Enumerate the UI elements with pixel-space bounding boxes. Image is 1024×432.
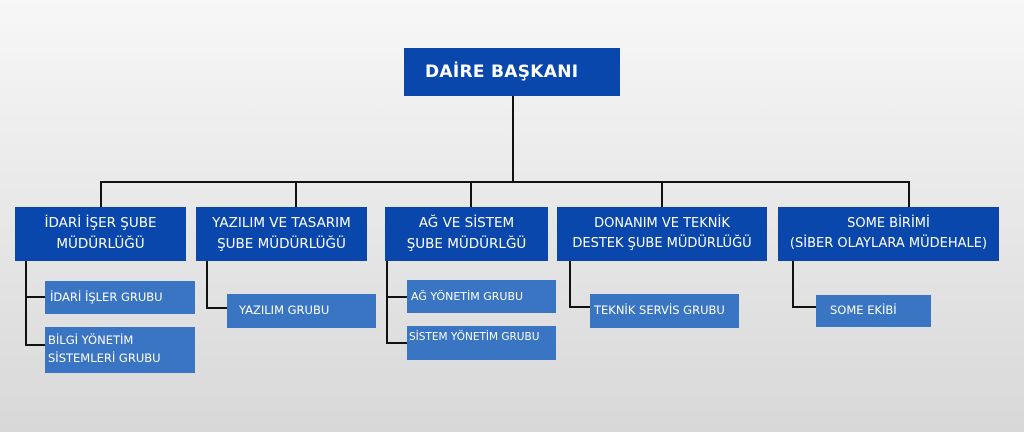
connector-line [661, 181, 663, 208]
department-box: İDARİ İŞER ŞUBE MÜDÜRLÜĞÜ [15, 207, 186, 261]
group-box: YAZILIM GRUBU [227, 294, 376, 328]
department-line1: DONANIM VE TEKNİK [594, 215, 730, 231]
department-line1: İDARİ İŞER ŞUBE [44, 215, 157, 232]
connector-line [206, 307, 227, 309]
connector-line [470, 181, 472, 208]
connector-line [100, 181, 910, 183]
group-box: AĞ YÖNETİM GRUBU [407, 280, 556, 313]
connector-line [908, 181, 910, 208]
group-box: BİLGİ YÖNETİM SİSTEMLERİ GRUBU [45, 327, 195, 373]
department-box: DONANIM VE TEKNİK DESTEK ŞUBE MÜDÜRLÜĞÜ [557, 207, 767, 261]
department-line2: ŞUBE MÜDÜRLÜĞÜ [217, 236, 346, 252]
connector-line [792, 261, 794, 308]
department-line2: DESTEK ŞUBE MÜDÜRLÜĞÜ [572, 236, 752, 251]
department-line1: AĞ VE SİSTEM [418, 215, 515, 232]
group-label-line2: SİSTEMLERİ GRUBU [48, 351, 161, 365]
department-box: YAZILIM VE TASARIM ŞUBE MÜDÜRLÜĞÜ [196, 207, 367, 261]
group-label: YAZILIM GRUBU [239, 303, 330, 318]
department-box: SOME BİRİMİ (SİBER OLAYLARA MÜDEHALE) [778, 207, 999, 261]
connector-line [25, 261, 27, 346]
connector-line [206, 261, 208, 309]
connector-line [512, 96, 514, 183]
group-box: TEKNİK SERVİS GRUBU [590, 294, 739, 328]
department-box: AĞ VE SİSTEM ŞUBE MÜDÜRLĞÜ [385, 207, 548, 261]
group-label: AĞ YÖNETİM GRUBU [411, 289, 524, 303]
department-line2: (SİBER OLAYLARA MÜDEHALE) [789, 236, 988, 251]
connector-line [569, 261, 571, 308]
head-box: DAİRE BAŞKANI [404, 48, 620, 96]
connector-line [569, 306, 590, 308]
connector-line [386, 296, 407, 298]
group-label-line1: BİLGİ YÖNETİM [48, 333, 134, 348]
group-label: TEKNİK SERVİS GRUBU [594, 303, 725, 318]
connector-line [386, 342, 407, 344]
group-label: SOME EKİBİ [830, 303, 897, 318]
department-line1: YAZILIM VE TASARIM [212, 215, 351, 232]
group-label: İDARİ İŞLER GRUBU [50, 289, 163, 304]
connector-line [792, 306, 816, 308]
connector-line [386, 261, 388, 344]
department-line2: MÜDÜRLÜĞÜ [56, 236, 145, 252]
connector-line [25, 296, 45, 298]
group-box: SİSTEM YÖNETİM GRUBU [407, 326, 556, 360]
group-box: İDARİ İŞLER GRUBU [45, 281, 195, 314]
department-line2: ŞUBE MÜDÜRLĞÜ [406, 236, 527, 252]
head-title: DAİRE BAŞKANI [425, 61, 579, 82]
group-box: SOME EKİBİ [816, 295, 931, 327]
group-label: SİSTEM YÖNETİM GRUBU [409, 331, 540, 343]
connector-line [295, 181, 297, 208]
connector-line [100, 181, 102, 208]
department-line1: SOME BİRİMİ [847, 215, 930, 231]
connector-line [25, 344, 45, 346]
